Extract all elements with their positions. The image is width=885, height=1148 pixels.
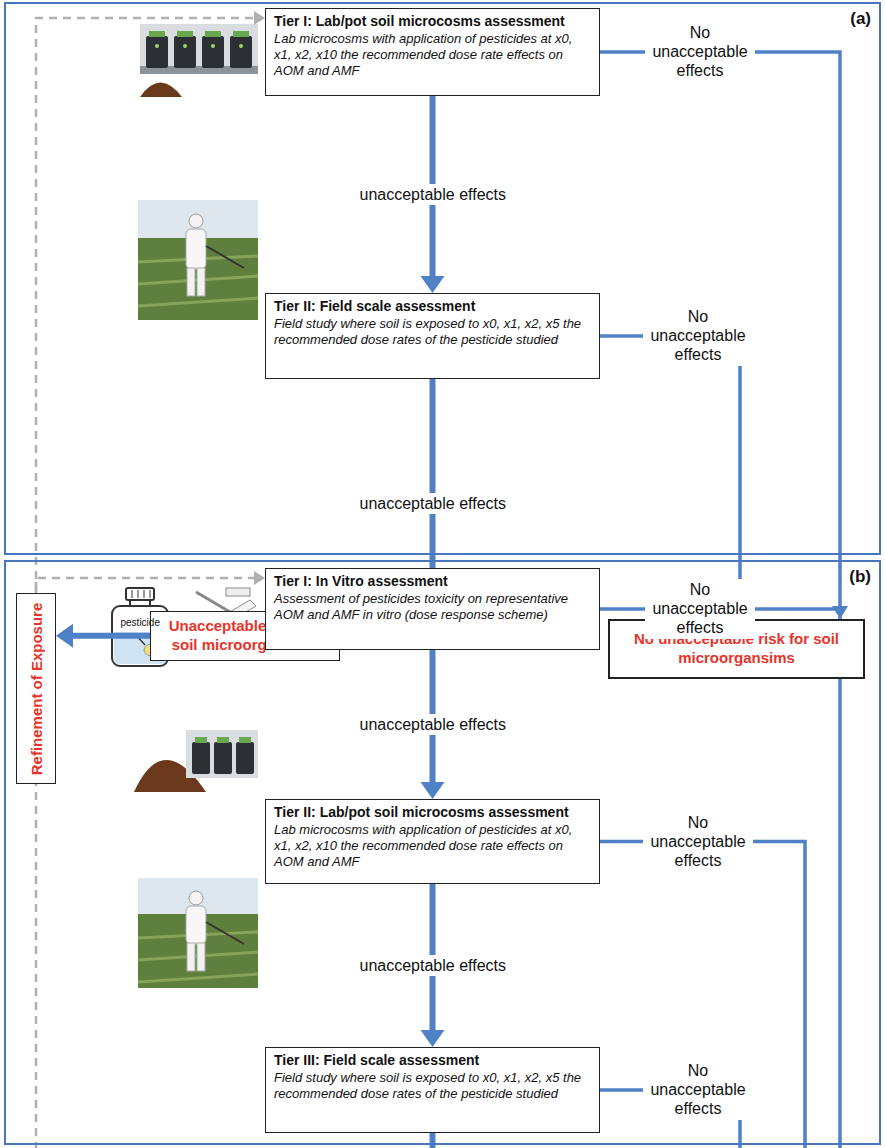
feedback-arrow	[36, 11, 265, 593]
field-spraying-photo	[138, 200, 258, 320]
tier-title: Tier II: Lab/pot soil microcosms assessm…	[274, 804, 591, 822]
tier-box: Tier I: Lab/pot soil microcosms assessme…	[265, 8, 600, 96]
soil-pile	[140, 83, 182, 98]
flow-arrow	[340, 1133, 433, 1148]
edge-label: No unacceptable effects	[643, 1060, 753, 1120]
field-spraying-photo	[138, 878, 258, 988]
tier-description: Lab microcosms with application of pesti…	[274, 822, 591, 871]
box-label: (b)	[849, 567, 871, 587]
edge-label: unacceptable effects	[357, 184, 509, 205]
tier-title: Tier III: Field scale assessment	[274, 1052, 591, 1070]
edge-label: No unacceptable effects	[645, 579, 755, 639]
illustration-label: pesticide	[121, 617, 160, 628]
edge-label: unacceptable effects	[357, 955, 509, 976]
tier-description: Field study where soil is exposed to x0,…	[274, 1070, 591, 1103]
box-label: (a)	[850, 9, 871, 29]
microcosm-pots-photo	[140, 24, 258, 74]
edge-label: No unacceptable effects	[643, 812, 753, 872]
tier-description: Lab microcosms with application of pesti…	[274, 31, 591, 80]
tier-box: Tier I: In Vitro assessmentAssessment of…	[265, 568, 600, 650]
tier-description: Field study where soil is exposed to x0,…	[274, 316, 591, 349]
tier-box: Tier III: Field scale assessmentField st…	[265, 1047, 600, 1133]
tier-box: Tier II: Field scale assessmentField stu…	[265, 293, 600, 379]
edge-label: No unacceptable effects	[645, 22, 755, 82]
flow-arrow	[600, 52, 848, 619]
edge-label: unacceptable effects	[357, 714, 509, 735]
flow-arrow	[600, 609, 848, 1148]
edge-label: No unacceptable effects	[643, 306, 753, 366]
tier-box: Tier II: Lab/pot soil microcosms assessm…	[265, 799, 600, 884]
box-label: Refinement of Exposure	[28, 602, 45, 775]
tier-title: Tier I: In Vitro assessment	[274, 573, 591, 591]
flow-arrow	[600, 842, 813, 1148]
refinement-box: Refinement of Exposure	[16, 593, 56, 784]
panel-frame: (a) Tier I: Lab/pot soil microcosms asses…	[4, 2, 881, 555]
tier-description: Assessment of pesticides toxicity on rep…	[274, 591, 591, 624]
tier-title: Tier II: Field scale assessment	[274, 298, 591, 316]
tier-title: Tier I: Lab/pot soil microcosms assessme…	[274, 13, 591, 31]
edge-label: unacceptable effects	[357, 493, 509, 514]
microcosm-pots-photo	[186, 730, 258, 778]
flow-arrow	[600, 336, 748, 619]
